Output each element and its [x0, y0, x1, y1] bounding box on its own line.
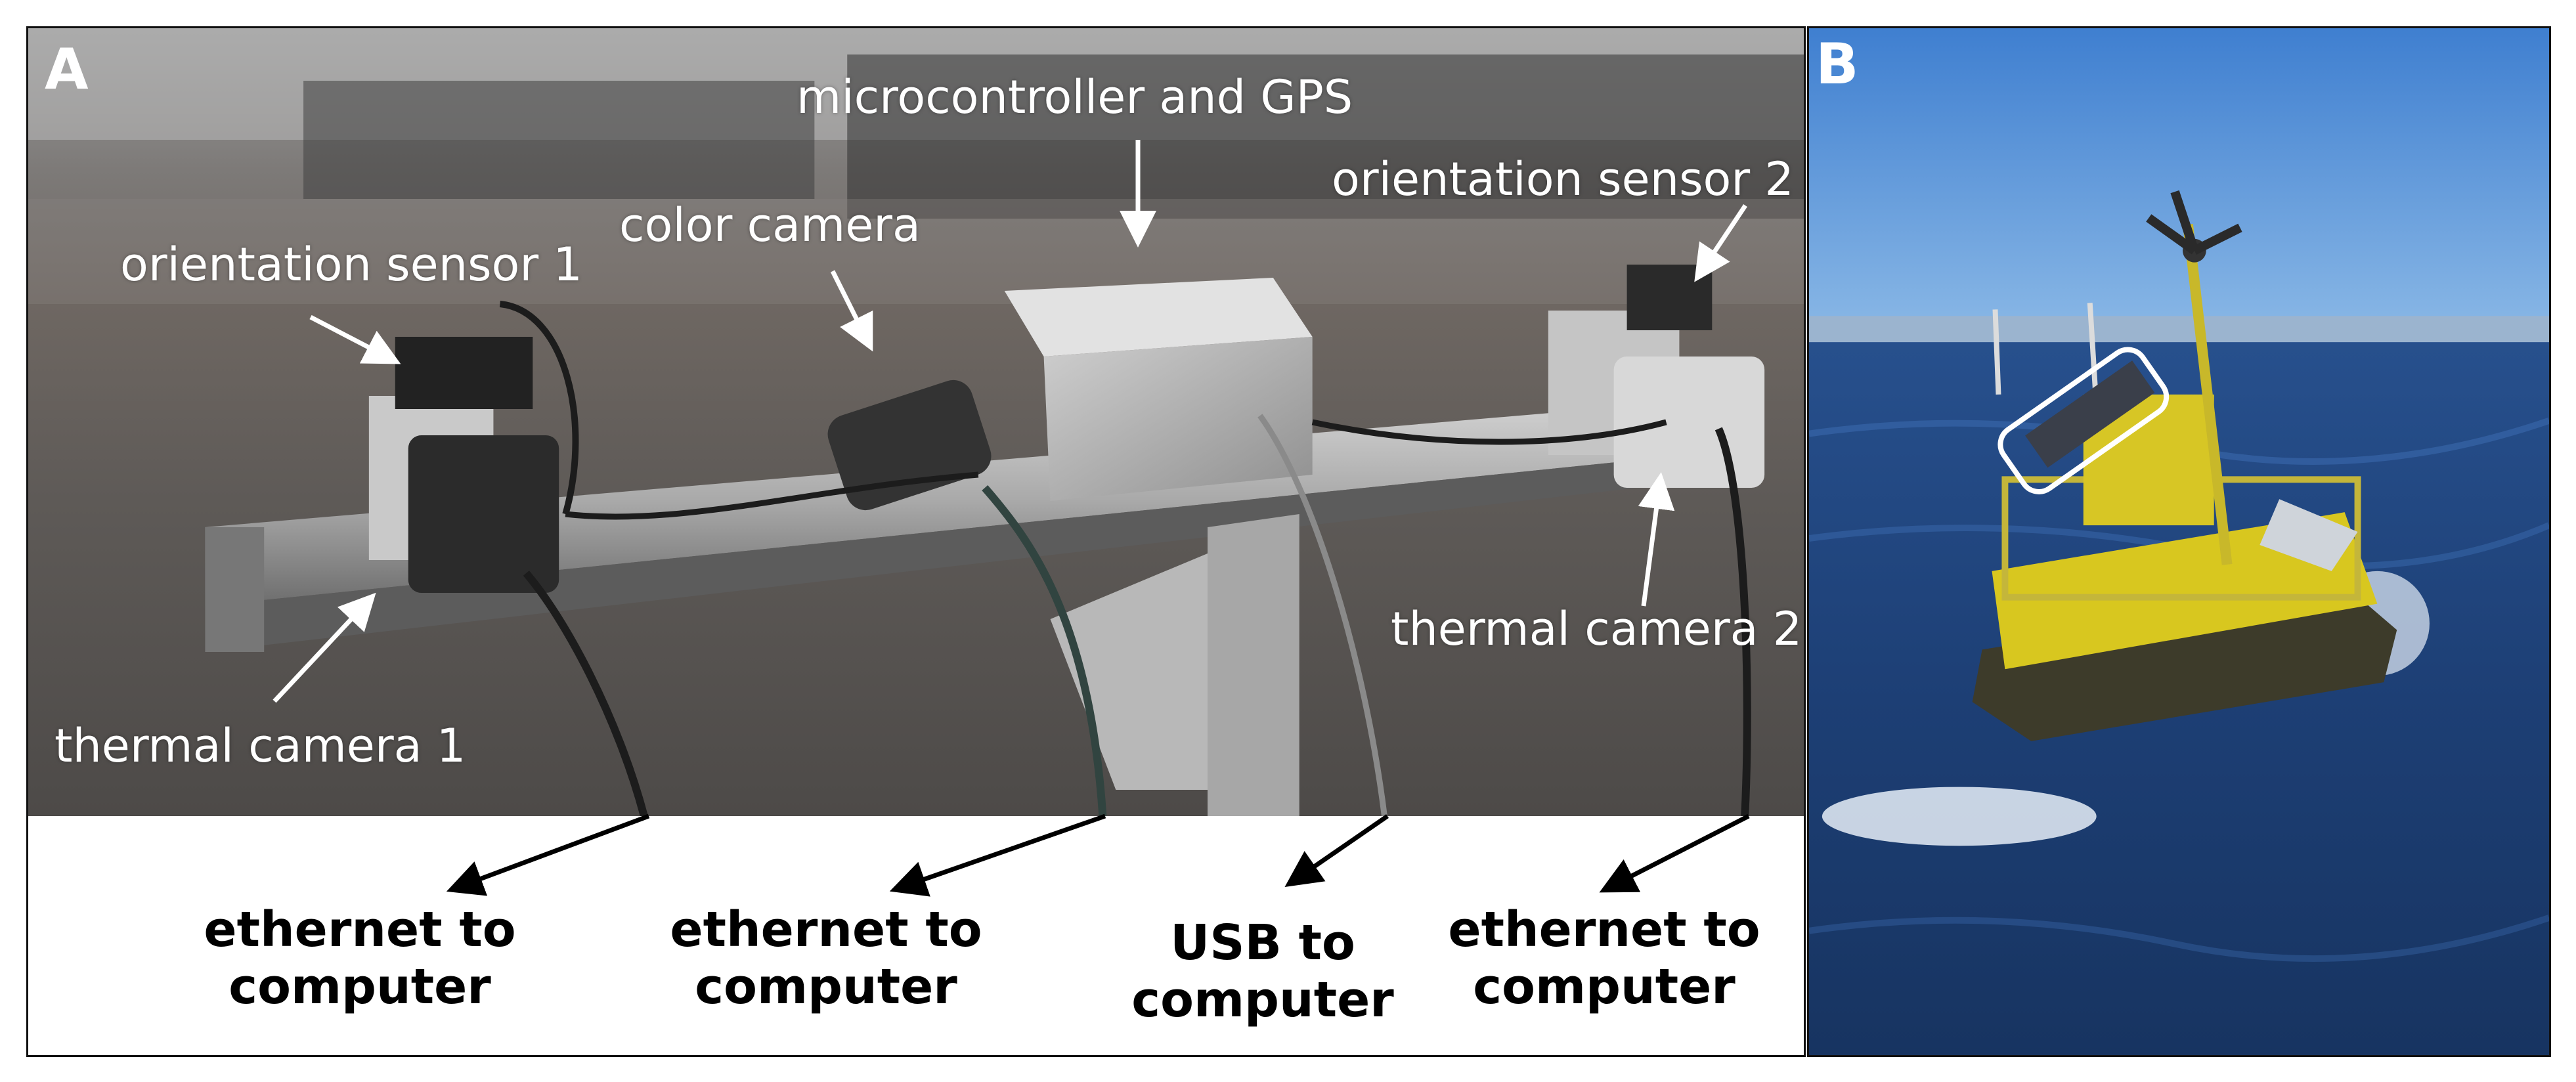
cable-label-3: USB to computer [1092, 915, 1433, 1029]
arrow-color-camera [830, 270, 873, 352]
arrow-cable-3 [1284, 814, 1389, 887]
label-thermal-camera-2: thermal camera 2 [1391, 602, 1802, 656]
arrow-cable-2 [889, 813, 1106, 897]
label-orientation-sensor-1: orientation sensor 1 [120, 238, 582, 292]
cable-label-line2: computer [695, 959, 957, 1016]
cable-label-line1: USB to [1170, 915, 1355, 971]
cable-label-2: ethernet to computer [655, 901, 997, 1016]
arrow-thermal-camera-2 [1638, 472, 1675, 607]
buoy-photo [1809, 28, 2549, 1055]
arrow-cable-1 [446, 813, 650, 896]
label-orientation-sensor-2: orientation sensor 2 [1332, 152, 1794, 206]
sensor-rig-photo [28, 28, 1804, 816]
cable-label-4: ethernet to computer [1433, 901, 1775, 1016]
label-color-camera: color camera [619, 198, 921, 252]
arrow-thermal-camera-1 [273, 592, 376, 703]
cable-label-line2: computer [1131, 972, 1394, 1029]
cable-label-1: ethernet to computer [189, 901, 531, 1016]
panel-b-letter: B [1816, 32, 1859, 97]
panel-a: A microcontroller and GPS color camera o… [26, 26, 1806, 1057]
rig-highlight-box [1997, 347, 2170, 494]
cable-label-line2: computer [1473, 959, 1736, 1016]
arrow-orientation-sensor-2 [1694, 204, 1747, 282]
label-microcontroller: microcontroller and GPS [797, 70, 1353, 124]
panel-a-letter: A [45, 37, 89, 102]
annotation-arrows [273, 140, 1750, 897]
arrow-cable-4 [1599, 813, 1750, 893]
cable-label-line1: ethernet to [670, 901, 982, 958]
arrow-orientation-sensor-1 [309, 314, 401, 364]
panel-b: B [1807, 26, 2551, 1057]
label-thermal-camera-1: thermal camera 1 [55, 719, 466, 773]
cable-label-line2: computer [229, 959, 491, 1016]
cable-label-line1: ethernet to [204, 901, 516, 958]
cable-label-line1: ethernet to [1448, 901, 1760, 958]
